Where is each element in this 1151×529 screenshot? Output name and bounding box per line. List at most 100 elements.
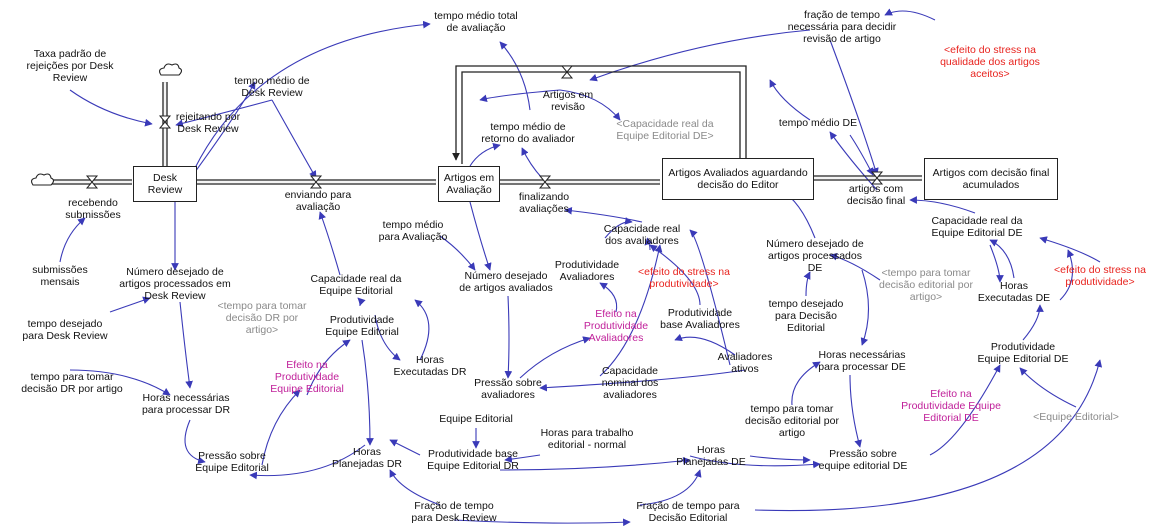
causal-link (754, 359, 1103, 512)
valve-icon (85, 175, 99, 189)
causal-link (69, 369, 171, 396)
var-tempo-desejado-desk: tempo desejado para Desk Review (22, 318, 108, 342)
material-flows (48, 65, 923, 185)
causal-link (929, 364, 1001, 456)
causal-link (689, 455, 821, 469)
flow-enviando: enviando para avaliação (284, 189, 352, 213)
var-pressao-equipe-de: Pressão sobre equipe editorial DE (818, 448, 908, 472)
causal-link (469, 201, 492, 271)
shadow-tempo-dr: <tempo para tomar decisão DR por artigo> (217, 300, 307, 336)
shadow-tempo-editorial: <tempo para tomar decisão editorial por … (879, 267, 973, 303)
causal-link (1039, 236, 1101, 263)
causal-link (884, 8, 936, 21)
causal-link (261, 389, 301, 466)
var-produtividade-base-avaliadores: Produtividade base Avaliadores (660, 307, 740, 331)
var-horas-planejadas-dr: Horas Planejadas DR (331, 446, 403, 470)
stock-artigos-decisao-final: Artigos com decisão final acumulados (924, 158, 1058, 200)
stock-artigos-avaliados: Artigos Avaliados aguardando decisão do … (662, 158, 814, 200)
var-fracao-decisao: Fração de tempo para Decisão Editorial (636, 500, 740, 524)
var-produtividade-base-equipe: Produtividade base Equipe Editorial DR (427, 448, 519, 472)
causal-link (194, 81, 256, 173)
shadow-equipe: <Equipe Editorial> (1033, 411, 1119, 423)
valve-icon (870, 171, 884, 185)
valve-icon (538, 175, 552, 189)
var-numero-desejado-desk: Número desejado de artigos processados e… (119, 266, 231, 302)
effect-avaliadores: Efeito na Produtividade Avaliadores (583, 308, 649, 344)
var-capacidade-nominal: Capacidade nominal dos avaliadores (601, 365, 659, 401)
causal-link (849, 134, 874, 176)
var-fracao-desk: Fração de tempo para Desk Review (411, 500, 497, 524)
effect-equipe-de: Efeito na Produtividade Equipe Editorial… (901, 388, 1001, 424)
stress-de: <efeito do stress na produtividade> (1054, 264, 1146, 288)
var-horas-executadas-de: Horas Executadas DE (977, 280, 1051, 304)
causal-link (306, 339, 351, 396)
var-numero-desejado-de: Número desejado de artigos processados D… (766, 238, 864, 274)
causal-link (1059, 249, 1075, 301)
causal-link (849, 374, 862, 448)
causal-link (374, 314, 401, 361)
var-tempo-medio-de: tempo médio DE (778, 117, 858, 129)
diagram-icons (31, 63, 884, 189)
var-capacidade-equipe-de: Capacidade real da Equipe Editorial DE (931, 215, 1023, 239)
causal-link (674, 333, 736, 356)
causal-link (749, 455, 811, 464)
var-pressao-avaliadores: Pressão sobre avaliadores (474, 377, 542, 401)
var-tempo-medio-desk: tempo médio de Desk Review (234, 75, 310, 99)
causal-link (829, 252, 881, 281)
valve-icon (560, 65, 574, 79)
causal-link (803, 271, 811, 297)
flow-artigos-com-decisao-final: artigos com decisão final (846, 183, 906, 207)
causal-link (479, 89, 561, 103)
causal-link (829, 39, 879, 176)
causal-link (989, 239, 1015, 279)
stress-avaliadores: <efeito do stress na produtividade> (638, 266, 730, 290)
flow-artigos-em-revisao: Artigos em revisão (542, 89, 594, 113)
causal-link (1022, 304, 1044, 341)
var-tempo-medio-retorno: tempo médio de retorno do avaliador (481, 121, 575, 145)
var-horas-trabalho: Horas para trabalho editorial - normal (540, 427, 634, 451)
causal-links (59, 8, 1103, 527)
flow-pipe (452, 65, 747, 161)
causal-link (175, 99, 273, 128)
causal-link (604, 217, 633, 239)
var-taxa-padrao: Taxa padrão de rejeições por Desk Review (26, 48, 114, 84)
valve-icon (309, 175, 323, 189)
stock-desk-review: Desk Review (133, 166, 197, 202)
flow-finalizando: finalizando avaliações (518, 191, 570, 215)
var-avaliadores-ativos: Avaliadores ativos (717, 351, 773, 375)
causal-link (519, 336, 591, 379)
causal-link (318, 211, 341, 276)
var-tempo-medio-total: tempo médio total de avaliação (434, 10, 518, 34)
causal-link (504, 295, 513, 379)
var-tempo-tomar-editorial: tempo para tomar decisão editorial por a… (745, 403, 839, 439)
stock-artigos-em-avaliacao: Artigos em Avaliação (438, 166, 500, 202)
var-produtividade-avaliadores: Produtividade Avaliadores (554, 259, 620, 283)
cloud-icon (31, 173, 55, 186)
causal-link (521, 147, 543, 179)
causal-link (69, 89, 153, 127)
effect-equipe: Efeito na Produtividade Equipe Editorial (270, 359, 344, 395)
causal-link (689, 229, 731, 366)
causal-link (499, 456, 691, 471)
var-tempo-tomar-dr: tempo para tomar decisão DR por artigo (21, 371, 123, 395)
causal-link (249, 444, 366, 480)
var-horas-planejadas-de: Horas Planejadas DE (676, 444, 746, 468)
causal-link (599, 282, 618, 313)
causal-link (59, 217, 86, 263)
causal-link (539, 369, 746, 392)
var-tempo-desejado-decisao: tempo desejado para Decisão Editorial (768, 298, 844, 334)
causal-link (109, 296, 151, 313)
causal-link (357, 297, 366, 307)
causal-link (559, 89, 621, 121)
flow-pipe (461, 71, 741, 164)
causal-link (469, 142, 501, 167)
var-horas-executadas-dr: Horas Executadas DR (393, 354, 467, 378)
var-produtividade-equipe: Produtividade Equipe Editorial (325, 314, 399, 338)
shadow-capacidade-de: <Capacidade real da Equipe Editorial DE> (616, 118, 714, 142)
causal-link (599, 244, 663, 377)
var-numero-desejado-avaliados: Número desejado de artigos avaliados (459, 270, 553, 294)
causal-link (271, 99, 317, 179)
valve-icon (158, 115, 172, 129)
flow-recebendo-submissoes: recebendo submissões (65, 197, 121, 221)
